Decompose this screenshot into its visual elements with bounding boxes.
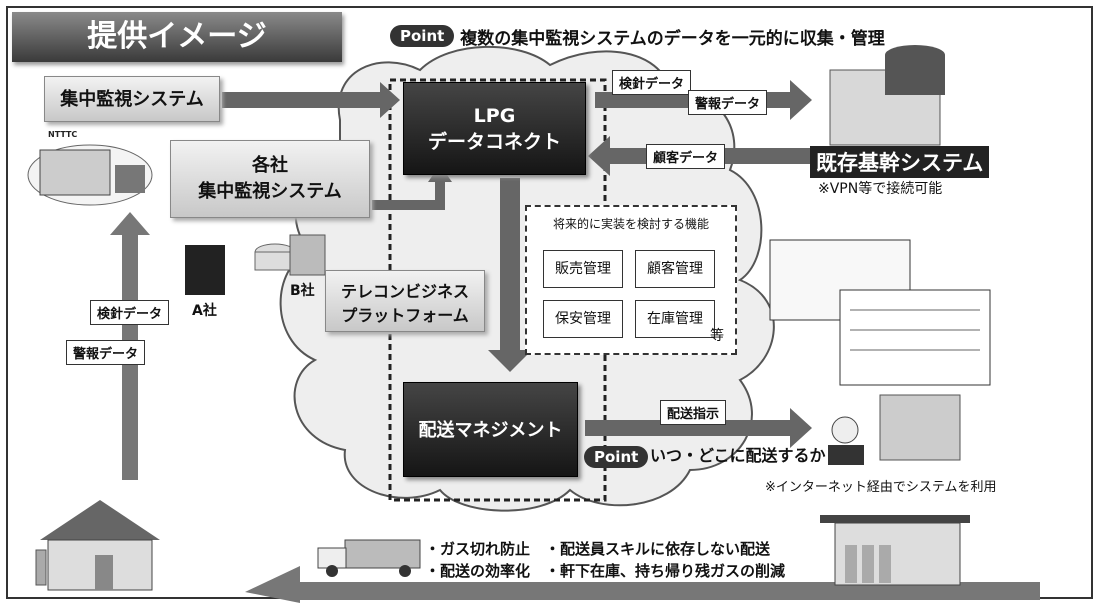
company-monitoring-system: 各社 集中監視システム: [170, 140, 370, 218]
core-system-label: 既存基幹システム: [810, 146, 990, 178]
lpg-line2: データコネクト: [427, 131, 561, 153]
company-system-line2: 集中監視システム: [198, 181, 342, 202]
office-illustration: [828, 394, 961, 465]
building-sign: NTTTC: [48, 130, 78, 139]
arrow-bottom-left: [245, 566, 1040, 603]
page-title: 提供イメージ: [12, 12, 342, 62]
point-header: Point 複数の集中監視システムのデータを一元的に収集・管理: [390, 22, 885, 50]
monitoring-center-illustration: [27, 144, 153, 206]
function-safety: 保安管理: [543, 300, 623, 338]
internet-note: ※インターネット経由でシステムを利用: [765, 480, 997, 495]
telecom-business-platform: テレコンビジネス プラットフォーム: [325, 270, 485, 332]
company-a-label: A社: [192, 303, 217, 319]
central-monitoring-system: 集中監視システム: [44, 76, 220, 122]
arrow-company-to-lpg: [372, 180, 445, 210]
telecom-line1: テレコンビジネス: [340, 282, 469, 301]
delivery-instruction-tag: 配送指示: [660, 400, 727, 425]
point2-text: いつ・どこに配送するか: [650, 446, 826, 465]
delivery-management: 配送マネジメント: [403, 382, 578, 477]
functions-etc: 等: [710, 328, 724, 344]
keihou-data-tag-top: 警報データ: [688, 90, 768, 115]
arrow-delivery-to-office: [585, 408, 812, 448]
telecom-line2: プラットフォーム: [341, 306, 469, 325]
point-badge: Point: [390, 25, 455, 47]
vpn-note: ※VPN等で接続可能: [818, 181, 943, 197]
arrow-lpg-to-delivery: [488, 178, 532, 372]
kenshin-data-tag-left: 検針データ: [90, 300, 170, 325]
core-server-illustration: [829, 45, 945, 146]
lpg-line1: LPG: [473, 105, 516, 127]
benefits-line2: ・配送の効率化 ・軒下在庫、持ち帰り残ガスの削減: [425, 562, 786, 580]
benefits-text: ・ガス切れ防止 ・配送員スキルに依存しない配送 ・配送の効率化 ・軒下在庫、持ち…: [425, 538, 785, 582]
function-inventory: 在庫管理: [635, 300, 715, 338]
point-text: 複数の集中監視システムのデータを一元的に収集・管理: [460, 28, 885, 49]
arrow-central-to-lpg: [222, 82, 400, 118]
server-b-illustration: [254, 234, 326, 276]
kokyaku-data-tag: 顧客データ: [646, 144, 726, 169]
server-a-illustration: [185, 245, 225, 295]
house-illustration: [35, 500, 160, 591]
point-badge-2: Point: [584, 446, 649, 468]
company-b-label: B社: [290, 283, 315, 299]
keihou-data-tag-left: 警報データ: [66, 340, 146, 365]
lpg-data-connect: LPG データコネクト: [403, 82, 586, 175]
future-functions-title: 将来的に実装を検討する機能: [552, 217, 709, 231]
gas-station-illustration: [820, 515, 970, 586]
benefits-line1: ・ガス切れ防止 ・配送員スキルに依存しない配送: [425, 540, 771, 558]
function-sales: 販売管理: [543, 250, 623, 288]
company-system-line1: 各社: [252, 155, 288, 176]
kenshin-data-tag-top: 検針データ: [612, 70, 692, 95]
function-customer: 顧客管理: [635, 250, 715, 288]
documents-illustration: [769, 239, 991, 386]
truck-illustration: [317, 539, 421, 577]
